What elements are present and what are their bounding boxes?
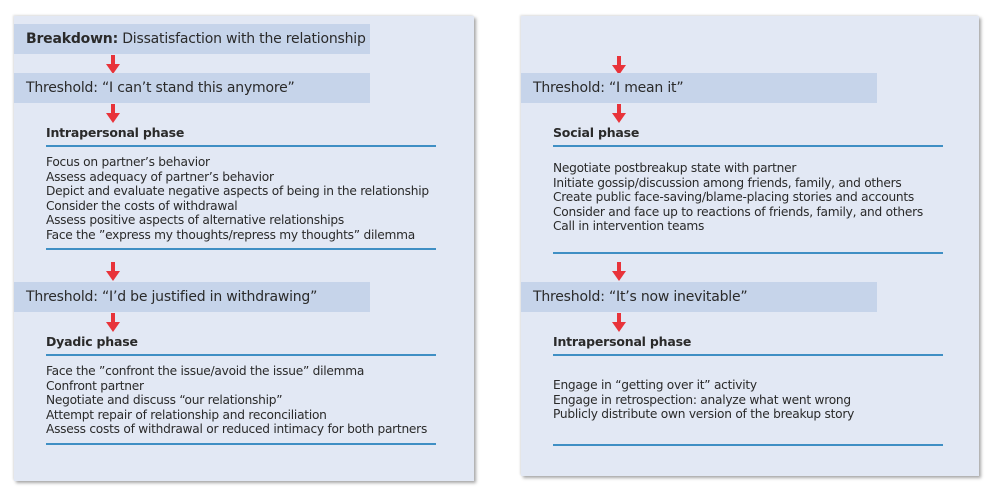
down-arrow-icon xyxy=(612,262,626,282)
dyadic-phase-block: Dyadic phase Face the ”confront the issu… xyxy=(46,333,436,445)
social-phase-block: Social phase Negotiate postbreakup state… xyxy=(553,124,943,254)
list-item: Confront partner xyxy=(46,378,144,393)
intrapersonal-phase-block-2: Intrapersonal phase Engage in “getting o… xyxy=(553,333,943,446)
list-item: Consider and face up to reactions of fri… xyxy=(553,204,923,219)
down-arrow-icon xyxy=(612,104,626,124)
left-panel: Breakdown: Dissatisfaction with the rela… xyxy=(14,16,474,481)
phase-title: Intrapersonal phase xyxy=(46,124,436,147)
list-item: Engage in “getting over it” activity xyxy=(553,378,757,392)
list-item: Depict and evaluate negative aspects of … xyxy=(46,184,429,199)
list-item: Assess costs of withdrawal or reduced in… xyxy=(46,422,428,437)
right-panel: Threshold: “I mean it” Social phase Nego… xyxy=(521,16,979,476)
list-item: Focus on partner’s behavior xyxy=(46,155,210,169)
down-arrow-icon xyxy=(612,313,626,333)
list-item: Assess adequacy of partner’s behavior xyxy=(46,169,274,184)
threshold-bar-4: Threshold: “It’s now inevitable” xyxy=(521,282,877,312)
phase-item-list: Negotiate postbreakup state with partner… xyxy=(553,147,943,234)
list-item: Create public face-saving/blame-placing … xyxy=(553,190,915,205)
phase-divider xyxy=(553,251,943,254)
list-item: Negotiate and discuss “our relationship” xyxy=(46,393,283,408)
phase-title: Social phase xyxy=(553,124,943,147)
down-arrow-icon xyxy=(106,262,120,282)
threshold-bar-3: Threshold: “I mean it” xyxy=(521,73,877,103)
list-item: Negotiate postbreakup state with partner xyxy=(553,161,797,175)
intrapersonal-phase-block: Intrapersonal phase Focus on partner’s b… xyxy=(46,124,436,250)
list-item: Engage in retrospection: analyze what we… xyxy=(553,392,851,407)
down-arrow-icon xyxy=(106,313,120,333)
list-item: Publicly distribute own version of the b… xyxy=(553,407,855,422)
list-item: Call in intervention teams xyxy=(553,219,705,234)
breakdown-label: Breakdown: xyxy=(26,31,118,47)
threshold-bar-1: Threshold: “I can’t stand this anymore” xyxy=(14,73,370,103)
phase-item-list: Engage in “getting over it” activity Eng… xyxy=(553,356,943,422)
phase-item-list: Focus on partner’s behavior Assess adequ… xyxy=(46,147,436,243)
phase-divider xyxy=(553,443,943,446)
phase-divider xyxy=(46,247,436,250)
list-item: Assess positive aspects of alternative r… xyxy=(46,213,345,228)
phase-item-list: Face the ”confront the issue/avoid the i… xyxy=(46,356,436,437)
phase-divider xyxy=(46,442,436,445)
phase-title: Intrapersonal phase xyxy=(553,333,943,356)
list-item: Attempt repair of relationship and recon… xyxy=(46,407,327,422)
phase-title: Dyadic phase xyxy=(46,333,436,356)
threshold-bar-2: Threshold: “I’d be justified in withdraw… xyxy=(14,282,370,312)
list-item: Consider the costs of withdrawal xyxy=(46,198,238,213)
down-arrow-icon xyxy=(612,56,626,76)
list-item: Face the ”confront the issue/avoid the i… xyxy=(46,364,365,378)
down-arrow-icon xyxy=(106,104,120,124)
breakdown-bar: Breakdown: Dissatisfaction with the rela… xyxy=(14,24,370,54)
list-item: Face the ”express my thoughts/repress my… xyxy=(46,227,415,242)
down-arrow-icon xyxy=(106,55,120,75)
list-item: Initiate gossip/discussion among friends… xyxy=(553,175,902,190)
breakdown-text: Dissatisfaction with the relationship xyxy=(117,31,366,47)
